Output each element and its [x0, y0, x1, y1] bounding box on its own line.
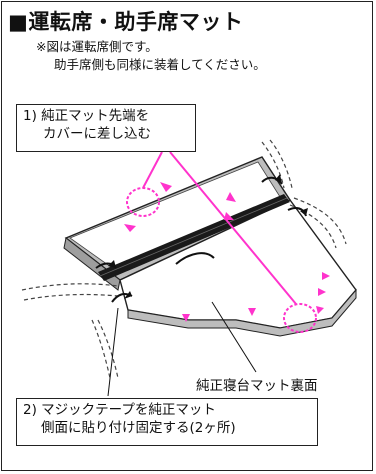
underside-label: 純正寝台マット裏面 — [196, 378, 318, 394]
step1-callout: 1) 純正マット先端を カバーに差し込む — [16, 104, 196, 152]
insert-arrows — [124, 182, 330, 322]
step2-line-2: 側面に貼り付け固定する(2ヶ所) — [41, 420, 236, 436]
step1-line-1: 1) 純正マット先端を — [23, 108, 150, 124]
highlight-circle-right — [283, 303, 317, 333]
seam-band — [98, 194, 290, 281]
page-title: ■運転席・助手席マット — [8, 10, 244, 34]
note-line-1: ※図は運転席側です。 — [36, 39, 158, 54]
step1-line-2: カバーに差し込む — [43, 126, 151, 142]
step2-line-1: 2) マジックテープを純正マット — [23, 402, 216, 418]
note-line-2: 助手席側も同様に装着してください。 — [54, 57, 266, 72]
step2-callout: 2) マジックテープを純正マット 側面に貼り付け固定する(2ヶ所) — [16, 398, 318, 446]
